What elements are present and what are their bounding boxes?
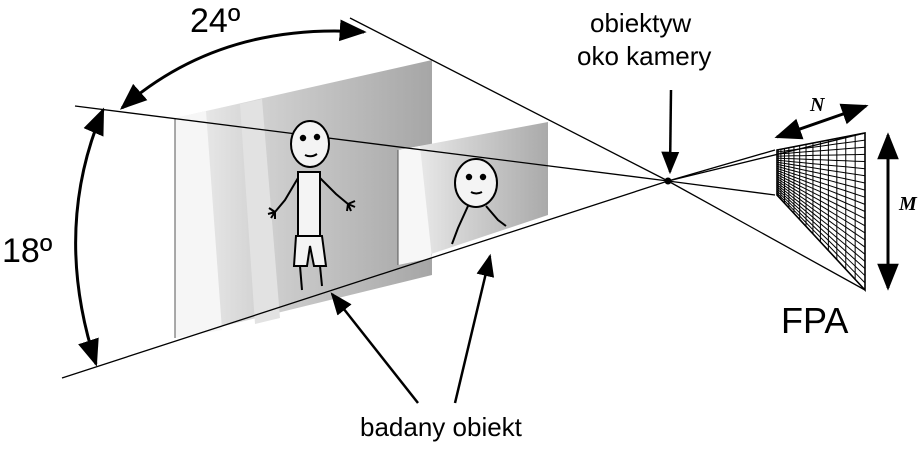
angle-arc-horizontal [119,19,367,110]
fov-lines [61,17,866,379]
fpa-label: FPA [781,300,849,341]
object-pointer-arrow-left [330,292,419,404]
n-dimension-arrow [774,103,869,140]
fpa-grid [776,132,866,293]
object-label: badany obiekt [360,412,522,442]
lens-point [664,177,672,185]
lens-label-line2: oko kamery [577,41,712,71]
object-pointer-arrow-right [453,253,495,404]
person-adult-icon [267,120,356,291]
vertical-angle-label: 18º [2,232,53,270]
horizontal-angle-label: 24º [190,2,241,40]
person-child-icon [451,158,507,245]
n-label: N [810,94,825,116]
m-label: M [899,193,917,215]
angle-arc-vertical [74,107,105,367]
lens-pointer-arrow [661,89,680,175]
lens-label-line1: obiektyw [590,8,692,38]
